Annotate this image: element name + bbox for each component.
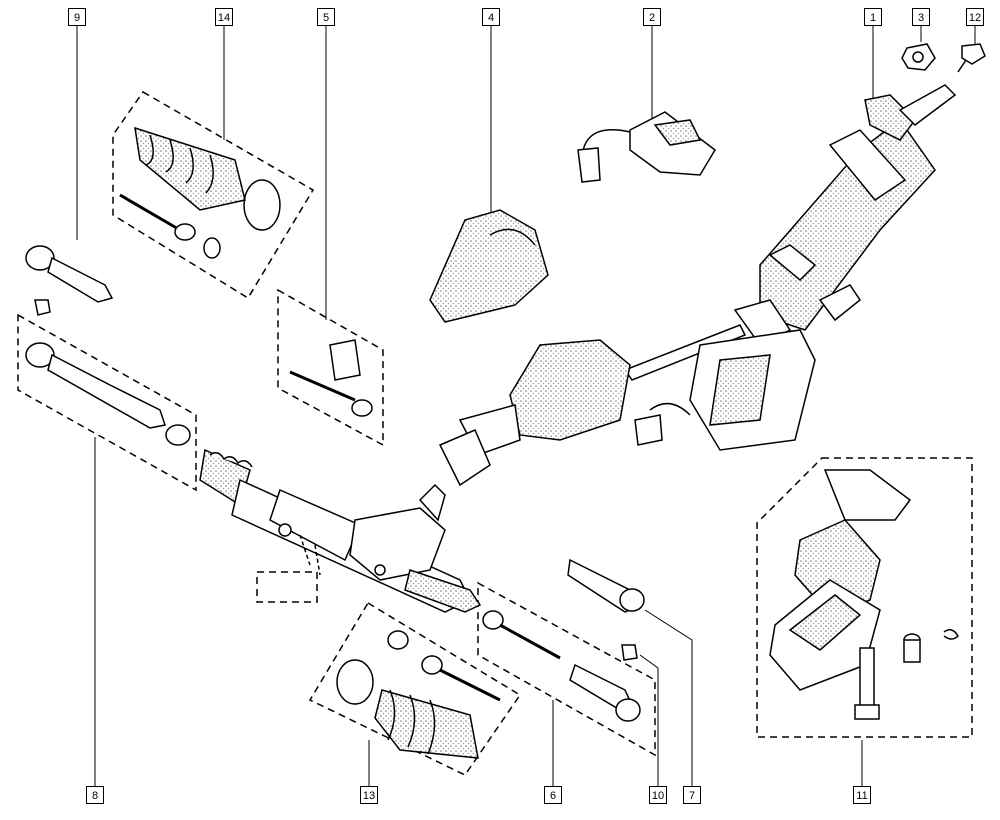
rack-boot-kit [119,126,281,259]
small-fasteners-top [901,43,986,73]
column-switch [577,111,716,183]
callout-12: 12 [966,8,984,26]
steering-rack [199,448,482,613]
column-boot [429,209,549,323]
tie-rod-left [25,342,191,446]
callout-3: 3 [912,8,930,26]
intermediate-shaft [438,339,631,487]
rack-boot-right [336,630,501,759]
callout-2: 2 [643,8,661,26]
column-motor-kit [769,469,959,720]
callout-14: 14 [215,8,233,26]
callout-10: 10 [649,786,667,804]
steering-column [623,84,957,451]
callout-9: 9 [68,8,86,26]
callout-7: 7 [683,786,701,804]
callout-11: 11 [853,786,871,804]
group-outlines [17,91,973,776]
callout-13: 13 [360,786,378,804]
leader-lines [76,26,976,786]
callout-8: 8 [86,786,104,804]
fixing-kit [289,339,373,417]
tie-rod-right [482,558,645,722]
callout-4: 4 [482,8,500,26]
callout-1: 1 [864,8,882,26]
callout-5: 5 [317,8,335,26]
callout-6: 6 [544,786,562,804]
tie-rod-end-left [25,245,114,316]
